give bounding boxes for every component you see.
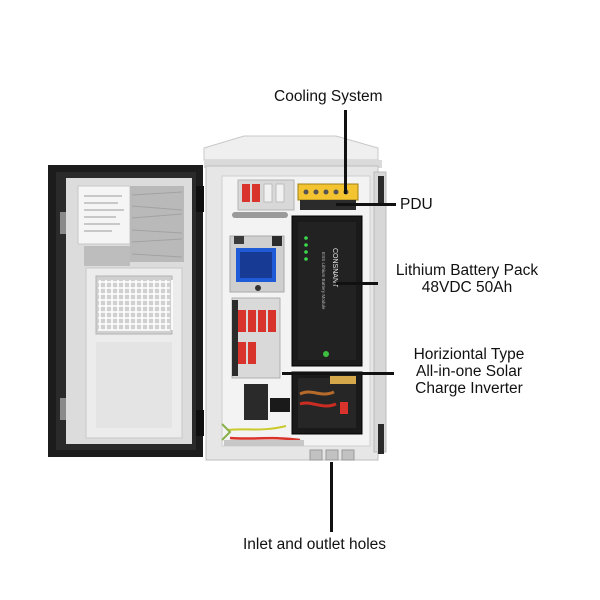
- inlet-outlet-holes-illustration: [309, 449, 355, 461]
- inverter-label: Horiziontal Type All-in-one Solar Charge…: [384, 346, 554, 397]
- led-icon: [304, 236, 308, 261]
- battery-brand-text: CONSNANT: [331, 248, 338, 288]
- charge-inverter: [291, 371, 363, 435]
- insulation-foil: [130, 186, 184, 262]
- inverter-label-line2: All-in-one Solar: [416, 363, 522, 380]
- inverter-label-line3: Charge Inverter: [415, 380, 523, 397]
- breaker-icon: [242, 183, 285, 203]
- inlet-outlet-holes-label: Inlet and outlet holes: [243, 536, 387, 553]
- breaker-panel: [231, 297, 281, 379]
- battery-model-text: ESS Lithium Battery Module: [321, 252, 326, 310]
- inverter-pointer: [282, 372, 394, 375]
- cooling-system-label: Cooling System: [274, 88, 383, 105]
- cabinet-door: [48, 165, 204, 457]
- lithium-battery-pack: CONSNANT ESS Lithium Battery Module: [291, 215, 363, 367]
- battery-label: Lithium Battery Pack 48VDC 50Ah: [372, 262, 562, 296]
- spec-label-sheet: [77, 185, 131, 245]
- power-button-icon: [323, 351, 329, 357]
- battery-label-line2: 48VDC 50Ah: [421, 279, 513, 296]
- holes-pointer: [330, 462, 333, 532]
- battery-label-line1: Lithium Battery Pack: [395, 262, 539, 279]
- dc-breaker: [244, 384, 268, 420]
- pdu-pointer: [336, 203, 396, 206]
- inverter-display: [229, 235, 285, 293]
- pdu-label: PDU: [400, 196, 433, 213]
- inverter-label-line1: Horiziontal Type: [413, 346, 525, 363]
- cooling-system-pointer: [344, 110, 347, 194]
- cabinet-body: CONSNANT ESS Lithium Battery Module: [203, 135, 387, 461]
- battery-pointer: [336, 282, 378, 285]
